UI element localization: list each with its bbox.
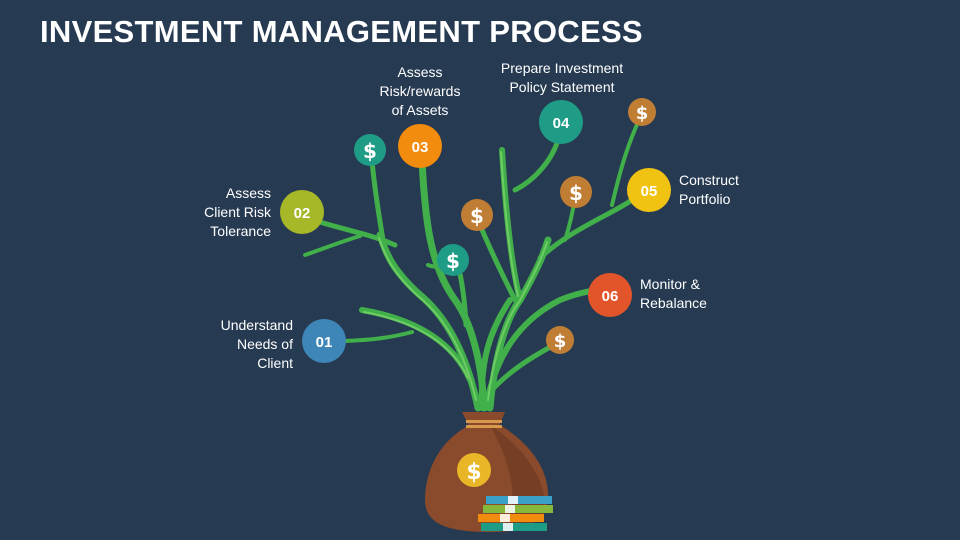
dollar-icon: $ xyxy=(470,204,484,228)
step-02-label: Assess Client Risk Tolerance xyxy=(204,185,271,239)
step-03-node: 03 xyxy=(398,124,442,168)
coin-bronze-4: $ xyxy=(546,326,574,354)
coin-bronze-2: $ xyxy=(560,176,592,208)
step-06-label: Monitor & Rebalance xyxy=(640,276,707,311)
step-03-number: 03 xyxy=(412,139,429,156)
dollar-icon: $ xyxy=(363,139,377,163)
step-01-number: 01 xyxy=(316,334,333,351)
step-05-label: Construct Portfolio xyxy=(679,172,739,207)
dollar-icon: $ xyxy=(466,460,481,485)
step-05-number: 05 xyxy=(641,183,658,200)
tree-branch-highlights xyxy=(363,151,548,401)
tree-branches xyxy=(299,116,642,412)
dollar-icon: $ xyxy=(636,103,649,124)
coin-bronze-3: $ xyxy=(628,98,656,126)
cash-stack xyxy=(478,496,553,531)
coin-teal-2: $ xyxy=(437,244,469,276)
coin-bronze-1: $ xyxy=(461,199,493,231)
step-04-label: Prepare Investment Policy Statement xyxy=(500,60,624,95)
step-04-node: 04 xyxy=(539,100,583,144)
step-06-number: 06 xyxy=(602,288,619,305)
step-01-label: Understand Needs of Client xyxy=(220,317,293,371)
step-04-number: 04 xyxy=(553,115,570,132)
dollar-icon: $ xyxy=(569,181,583,205)
dollar-icon: $ xyxy=(446,249,460,273)
step-05-node: 05 xyxy=(627,168,671,212)
coin-bag: $ xyxy=(457,453,491,487)
step-06-node: 06 xyxy=(588,273,632,317)
dollar-icon: $ xyxy=(554,331,567,352)
page-title: INVESTMENT MANAGEMENT PROCESS xyxy=(40,14,643,49)
step-01-node: 01 xyxy=(302,319,346,363)
step-02-node: 02 xyxy=(280,190,324,234)
step-02-number: 02 xyxy=(294,205,311,222)
step-03-label: Assess Risk/rewards of Assets xyxy=(379,64,461,118)
coin-teal-1: $ xyxy=(354,134,386,166)
